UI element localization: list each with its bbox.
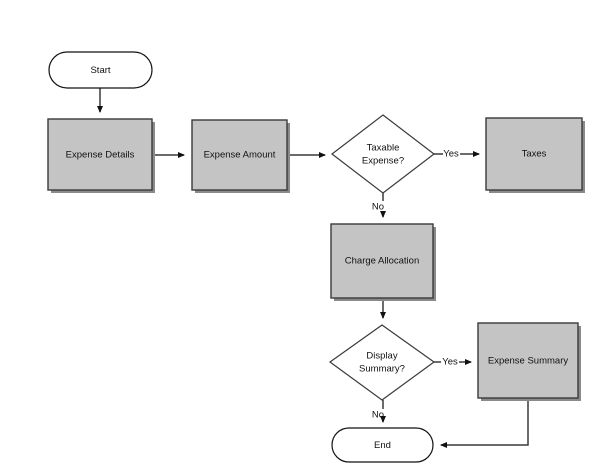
node-end[interactable]: End bbox=[331, 427, 434, 463]
node-taxable-expense[interactable]: Taxable Expense? bbox=[331, 114, 435, 194]
node-expense-summary[interactable]: Expense Summary bbox=[477, 322, 581, 401]
node-expense-summary-label: Expense Summary bbox=[488, 356, 569, 367]
node-charge-allocation[interactable]: Charge Allocation bbox=[330, 223, 436, 301]
node-taxes-label: Taxes bbox=[522, 149, 547, 160]
connector-display-summary-no-to-end: No bbox=[372, 400, 386, 423]
node-display-summary[interactable]: Display Summary? bbox=[328, 324, 436, 401]
node-expense-details-label: Expense Details bbox=[66, 150, 135, 161]
edge-label-no-taxable: No bbox=[372, 202, 384, 213]
node-taxable-expense-label-line2: Expense? bbox=[362, 156, 404, 167]
node-end-label: End bbox=[374, 440, 391, 451]
edge-label-yes-display: Yes bbox=[442, 357, 458, 368]
node-display-summary-label-line2: Summary? bbox=[359, 364, 405, 375]
connector-expense-summary-to-end bbox=[440, 398, 529, 448]
node-expense-details[interactable]: Expense Details bbox=[47, 118, 155, 193]
node-taxable-expense-label-line1: Taxable bbox=[367, 143, 400, 154]
edge-label-yes-taxable: Yes bbox=[443, 149, 459, 160]
connector-taxable-expense-yes-to-taxes: Yes bbox=[434, 149, 480, 160]
edge-label-no-display: No bbox=[372, 410, 384, 421]
node-start-label: Start bbox=[90, 65, 110, 76]
node-display-summary-label-line1: Display bbox=[366, 351, 397, 362]
node-expense-amount-label: Expense Amount bbox=[204, 150, 276, 161]
node-taxes[interactable]: Taxes bbox=[485, 117, 585, 193]
connector-display-summary-yes-to-expense-summary: Yes bbox=[434, 357, 472, 368]
node-expense-amount[interactable]: Expense Amount bbox=[191, 119, 290, 193]
node-charge-allocation-label: Charge Allocation bbox=[345, 256, 419, 267]
node-start[interactable]: Start bbox=[48, 51, 153, 89]
connector-taxable-expense-no-to-charge-allocation: No bbox=[372, 193, 386, 218]
